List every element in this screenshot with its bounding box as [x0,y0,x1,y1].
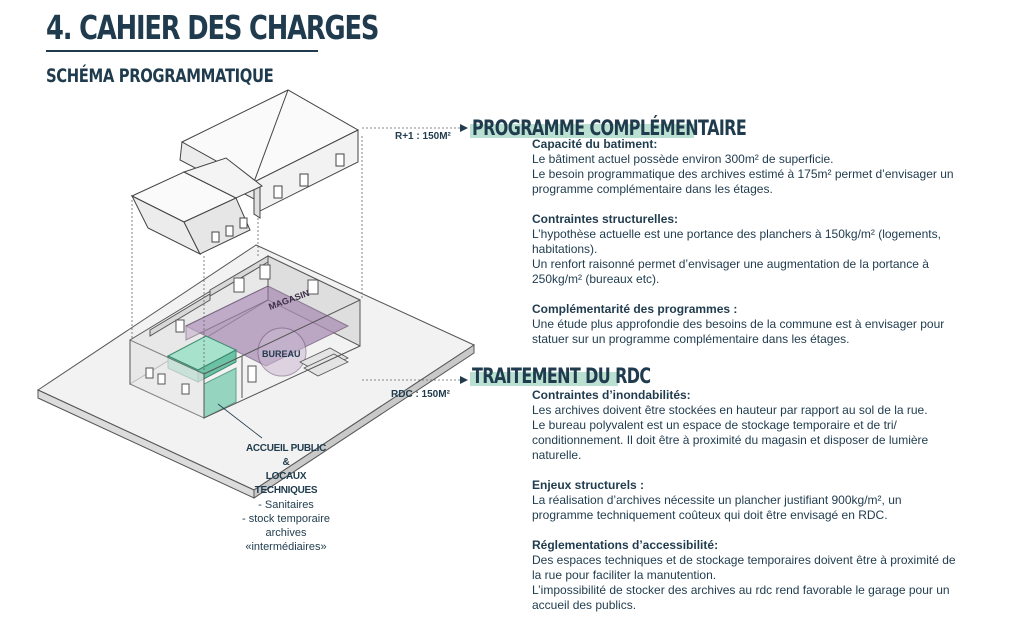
rdc-g1-title: Contraintes d’inondabilités: [532,388,691,402]
accueil-callout [217,403,263,439]
accueil-line3: LOCAUX TECHNIQUES [254,471,318,496]
accueil-item1: - Sanitaires [258,499,314,511]
projection-lines [131,127,460,381]
section-heading-complementaire: PROGRAMME COMPLÉMENTAIRE [470,116,747,140]
page-title: 4. CAHIER DES CHARGES [46,8,379,47]
rdc-g3-title: Réglementations d’accessibilité: [532,538,719,552]
accueil-item2b: archives [265,527,307,539]
accueil-line1: ACCUEIL PUBLIC [245,443,327,454]
upper-floor-annex [130,157,263,256]
complementaire-g1-title: Capacité du batiment: [532,137,658,151]
arrow-head-ground [460,376,468,384]
ground-floor-front [129,299,361,419]
rdc-g2-title: Enjeux structurels : [532,478,645,492]
arrow-head-upper [460,124,468,132]
heading-highlight [470,124,694,138]
complementaire-g3-title: Complémentarité des programmes : [532,302,738,316]
complementaire-g2-title: Contraintes structurelles: [532,212,679,226]
title-underline [46,50,318,52]
heading-highlight [470,372,618,386]
accueil-item2c: «intermédiaires» [245,541,327,553]
page-subtitle: SCHÉMA PROGRAMMATIQUE [46,65,274,87]
level-label-upper: R+1 : 150M² [395,131,451,142]
accueil-annotation: ACCUEIL PUBLIC & LOCAUX TECHNIQUES - San… [234,442,338,554]
accueil-line2: & [282,457,290,468]
section-body-complementaire: Capacité du batiment: Le bâtiment actuel… [532,137,982,362]
accueil-item2a: - stock temporaire [241,513,331,525]
level-label-ground: RDC : 150M² [391,389,450,400]
bureau-zone [257,327,307,377]
section-body-rdc: Contraintes d’inondabilités: Les archive… [532,388,982,628]
section-heading-rdc: TRAITEMENT DU RDC [470,364,651,388]
bureau-label: BUREAU [262,349,301,359]
